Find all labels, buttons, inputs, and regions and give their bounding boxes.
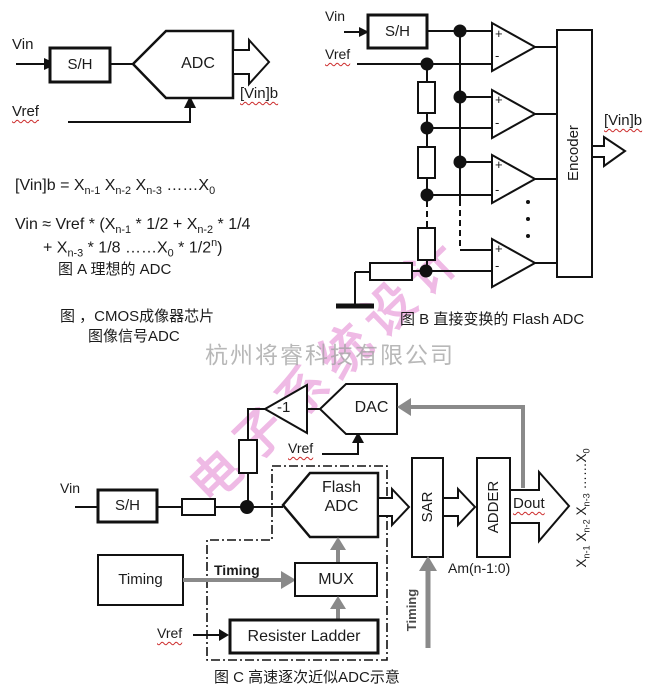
- fig-b-resistors: [369, 81, 436, 281]
- fig-c-sh-label: S/H: [114, 497, 140, 514]
- fig-c-vin-label: Vin: [60, 480, 80, 496]
- comparator-3-plus: +: [495, 157, 503, 172]
- comparator-1-plus: +: [495, 26, 503, 41]
- comparator-2-plus: +: [495, 92, 503, 107]
- fig-c-gray-feedback: [397, 398, 525, 488]
- comparator-4: [491, 237, 538, 289]
- fig-b-vref-label: Vref: [325, 46, 351, 62]
- note-line2: 图像信号ADC: [88, 328, 180, 345]
- fig-c-output-bits-label: Xn-1 Xn-2 Xn-3 ……X0: [574, 448, 592, 568]
- fig-b-encoder-label: Encoder: [565, 125, 582, 181]
- note-line1: 图 ，CMOS成像器芯片: [60, 308, 215, 325]
- fig-a-vref-arrowhead: [184, 96, 196, 108]
- comparator-4-plus: +: [495, 241, 503, 256]
- fig-c-gray-timing-to-mux-arrow: [183, 571, 296, 589]
- fig-b-encoder-box: [556, 29, 593, 278]
- fig-b-output-label: [Vin]b: [604, 112, 643, 129]
- fig-c-inverter-triangle: [262, 383, 308, 435]
- fig-c-mux-box: [294, 562, 378, 597]
- fig-c-vref-ladder-label: Vref: [157, 625, 183, 641]
- fig-c-flash-label-1: Flash: [321, 479, 362, 496]
- fig-c-series-resistor: [181, 498, 216, 516]
- fig-c-summing-dot: [240, 500, 254, 514]
- fig-a-output-label: [Vin]b: [240, 85, 279, 102]
- fig-a-adc-label: ADC: [181, 55, 215, 72]
- comparator-3-minus: -: [495, 182, 500, 197]
- fig-a-caption: 图 A 理想的 ADC: [58, 261, 172, 278]
- fig-c-resister-ladder-box: [228, 618, 380, 655]
- fig-c-feedback-resistor: [238, 439, 258, 474]
- fig-c-flash-to-sar-arrow: [377, 486, 411, 528]
- fig-c-am-label: Am(n-1:0): [448, 560, 511, 576]
- fig-c-resister-ladder-label: Resister Ladder: [247, 628, 361, 645]
- fig-a-output-block-arrow: [232, 37, 271, 87]
- fig-b-junction-dots: [419, 24, 467, 278]
- fig-c-vrefladder-arrowhead: [219, 629, 229, 641]
- comparator-1: [491, 21, 538, 73]
- fig-c-timing-vertical-label: Timing: [404, 588, 419, 632]
- fig-c-adder-label: ADDER: [485, 480, 502, 534]
- formula-vin-line2: + Xn-3 * 1/8 ……X0 * 1/2n): [43, 237, 223, 260]
- company-watermark: 杭州将睿科技有限公司: [205, 342, 455, 368]
- fig-b-caption: 图 B 直接变换的 Flash ADC: [400, 311, 585, 328]
- comparator-2: [491, 88, 538, 140]
- fig-c-timing-box: [97, 554, 184, 606]
- fig-b-vin-arrowhead: [359, 27, 369, 37]
- fig-a-vref-label: Vref: [12, 103, 39, 120]
- fig-b-vin-label: Vin: [325, 8, 345, 24]
- comparator-4-minus: -: [495, 258, 500, 273]
- fig-b-sh-box: [366, 13, 429, 50]
- comparator-2-minus: -: [495, 115, 500, 130]
- fig-b-sh-label: S/H: [384, 23, 410, 40]
- fig-c-sh-box: [96, 488, 159, 524]
- fig-c-gray-ladder-to-mux-arrow: [330, 596, 346, 619]
- fig-c-gray-mux-to-flash-arrow: [330, 537, 346, 562]
- fig-c-mux-label: MUX: [318, 571, 354, 588]
- fig-c-dout-block-arrow: [509, 469, 571, 544]
- formula-vin-line1: Vin ≈ Vref * (Xn-1 * 1/2 + Xn-2 * 1/4: [15, 216, 251, 237]
- fig-b-output-block-arrow: [591, 135, 627, 168]
- fig-c-dashdot-border: [206, 465, 388, 661]
- fig-a-vin-label: Vin: [12, 36, 34, 53]
- fig-c-dac-pentagon: [318, 383, 398, 435]
- fig-c-timing-box-label: Timing: [118, 571, 163, 588]
- fig-c-vref-dac-label: Vref: [288, 440, 314, 456]
- fig-c-sar-to-adder-arrow: [442, 486, 477, 528]
- fig-b-comparators: [491, 21, 538, 289]
- fig-c-flash-label-2: ADC: [324, 498, 359, 515]
- fig-a-wires: [16, 63, 191, 123]
- formula-vinb: [Vin]b = Xn-1 Xn-2 Xn-3 ……X0: [15, 177, 216, 198]
- fig-c-dac-label: DAC: [354, 399, 389, 416]
- comparator-1-minus: -: [495, 48, 500, 63]
- fig-c-gray-timing-up-arrow: [419, 556, 437, 648]
- comparator-3: [491, 153, 538, 205]
- fig-c-sar-label: SAR: [419, 491, 436, 523]
- fig-a-sh-box: [48, 46, 112, 84]
- fig-a-sh-label: S/H: [67, 56, 93, 73]
- fig-c-vrefdac-arrowhead: [352, 432, 364, 443]
- fig-c-dout-label: Dout: [513, 495, 545, 512]
- fig-c-timing-arrow-label: Timing: [214, 562, 260, 578]
- fig-c-caption: 图 C 高速逐次近似ADC示意: [214, 669, 400, 686]
- fig-c-inverter-label: -1: [277, 399, 291, 416]
- fig-b-ellipsis-dots: [526, 200, 530, 238]
